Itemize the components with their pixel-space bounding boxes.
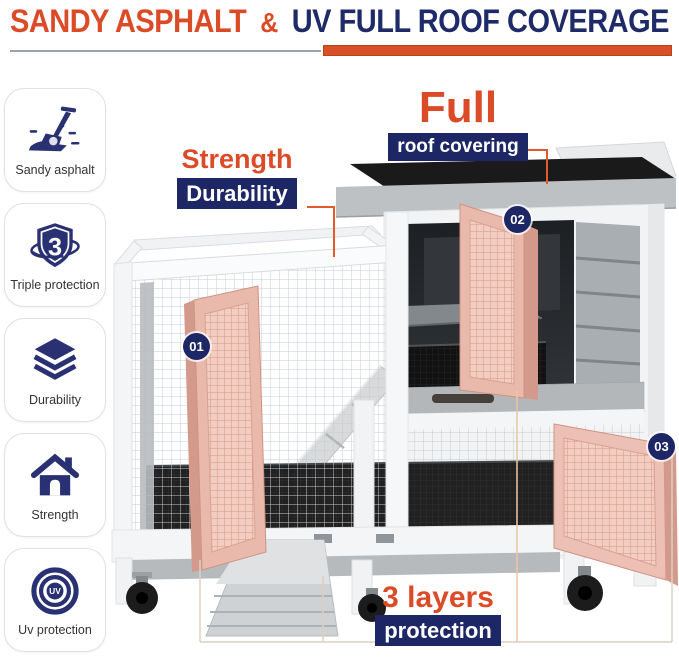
feature-card-triple-protection: 3 Triple protection — [4, 203, 106, 307]
layers-icon — [33, 337, 77, 380]
title-right: UV FULL ROOF COVERAGE — [291, 4, 670, 40]
marker-03: 03 — [648, 433, 675, 460]
shield-number: 3 — [48, 233, 62, 261]
tower-post — [385, 211, 409, 563]
marker-01: 01 — [183, 333, 210, 360]
tray-handle — [432, 394, 494, 403]
caster-wheel — [567, 566, 603, 611]
clapboard-panel — [575, 222, 641, 392]
title-left: SANDY ASPHALT — [10, 4, 247, 40]
callout-layers: 3 layers protection — [352, 581, 524, 647]
callout-strength-badge: Durability — [177, 178, 297, 210]
hinge — [314, 534, 332, 543]
feature-label: Sandy asphalt — [15, 162, 95, 177]
callout-connectors — [199, 149, 673, 643]
caster-wheel — [126, 572, 158, 614]
shovel-icon — [28, 106, 80, 151]
title-ampersand: & — [260, 7, 278, 39]
page-title: SANDY ASPHALT & UV FULL ROOF COVERAGE — [10, 4, 670, 41]
callout-layers-badge: protection — [375, 615, 501, 647]
pink-door-03 — [553, 423, 678, 586]
pink-door-02 — [459, 203, 538, 400]
step-ramp — [205, 539, 339, 637]
caster-wheels — [126, 566, 603, 622]
feature-card-strength: Strength — [4, 433, 106, 537]
hinge — [376, 534, 394, 543]
callout-strength: Strength Durability — [162, 144, 312, 210]
divider-orange-bar — [323, 45, 672, 56]
uv-icon: UV — [31, 566, 79, 615]
callout-roof-title: Full — [418, 83, 498, 132]
callout-strength-title: Strength — [181, 144, 293, 174]
feature-card-durability: Durability — [4, 318, 106, 422]
callout-roof-badge: roof covering — [388, 133, 528, 161]
feature-label: Triple protection — [10, 277, 100, 292]
feature-label: Uv protection — [18, 622, 92, 637]
uv-text: UV — [49, 585, 61, 595]
feature-label: Strength — [31, 507, 79, 522]
feature-label: Durability — [28, 392, 82, 407]
marker-02: 02 — [504, 206, 531, 233]
divider-gray-line — [10, 50, 321, 52]
feature-card-uv-protection: UV Uv protection — [4, 548, 106, 652]
pink-door-01 — [184, 285, 267, 572]
house-icon — [30, 453, 80, 495]
callout-roof: Full roof covering — [388, 86, 528, 161]
shield-3-icon: 3 — [30, 222, 80, 267]
callout-layers-title: 3 layers — [382, 581, 494, 614]
feature-card-sandy-asphalt: Sandy asphalt — [4, 88, 106, 192]
